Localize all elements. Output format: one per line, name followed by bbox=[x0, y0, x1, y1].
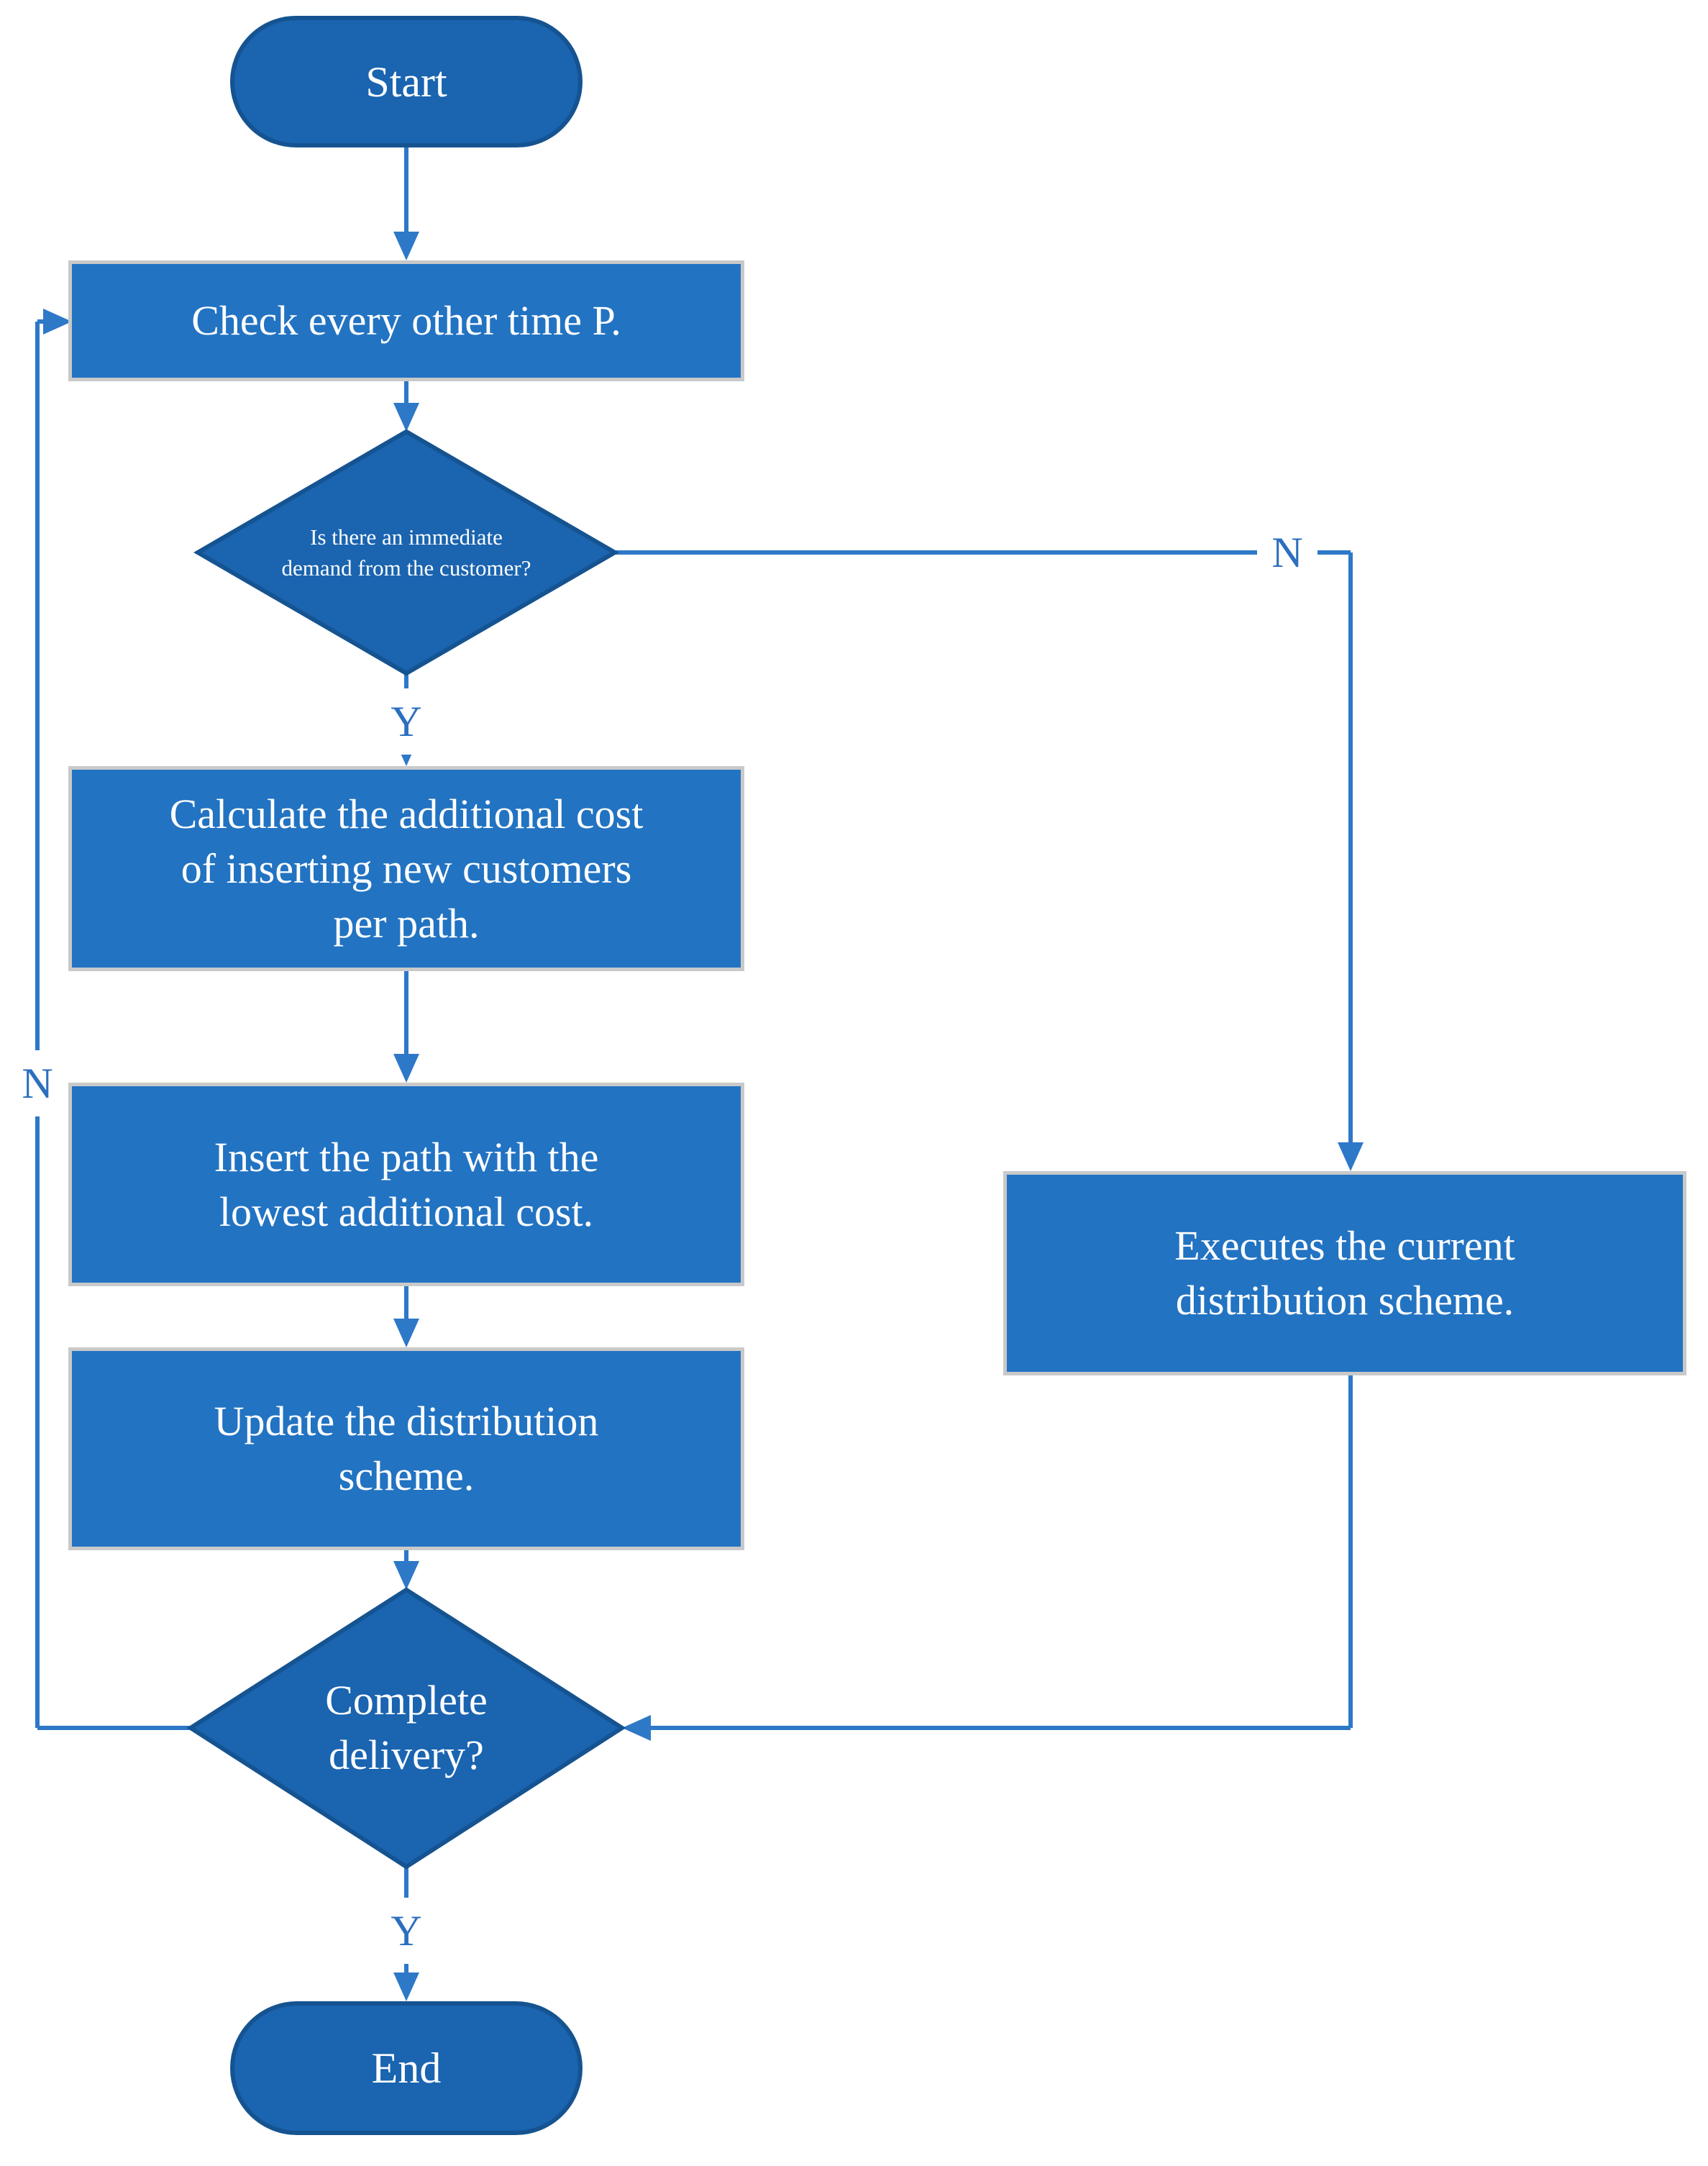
edge-check-to-demand bbox=[393, 381, 419, 432]
start-label: Start bbox=[365, 58, 447, 106]
arrowhead-down-icon bbox=[1338, 1142, 1364, 1171]
complete-decision-diamond bbox=[186, 1587, 626, 1870]
edge-complete-no-to-check bbox=[35, 309, 191, 1730]
demand-decision-diamond bbox=[193, 429, 619, 676]
arrowhead-down-icon bbox=[393, 232, 419, 260]
demand-no-label: N bbox=[1257, 519, 1317, 586]
node-text-line: Check every other time P. bbox=[191, 297, 621, 344]
demand-yes-label: Y bbox=[378, 688, 435, 755]
arrowhead-down-icon bbox=[393, 403, 419, 432]
check-node: Check every other time P. bbox=[68, 260, 744, 381]
arrowhead-left-icon bbox=[622, 1715, 651, 1741]
end-label: End bbox=[371, 2044, 442, 2092]
node-text-line: Update the distribution bbox=[214, 1398, 599, 1444]
insert-node: Insert the path with the lowest addition… bbox=[68, 1083, 744, 1286]
edge-update-to-complete bbox=[393, 1550, 419, 1590]
node-text-line: of inserting new customers bbox=[181, 845, 632, 892]
calculate-node: Calculate the additional cost of inserti… bbox=[68, 766, 744, 971]
node-text-line: scheme. bbox=[338, 1452, 475, 1499]
node-text-line: Insert the path with the bbox=[214, 1133, 599, 1180]
edge-calculate-to-insert bbox=[393, 971, 419, 1083]
complete-no-label: N bbox=[7, 1050, 68, 1116]
update-node: Update the distribution scheme. bbox=[68, 1347, 744, 1550]
node-text-line: Calculate the additional cost bbox=[169, 790, 644, 837]
arrowhead-down-icon bbox=[393, 1972, 419, 2001]
end-node: End bbox=[230, 2001, 583, 2135]
edge-start-to-check bbox=[393, 147, 419, 260]
executes-node: Executes the current distribution scheme… bbox=[1003, 1171, 1686, 1375]
complete-yes-label: Y bbox=[378, 1898, 435, 1964]
edge-executes-to-complete bbox=[622, 1375, 1353, 1741]
arrowhead-down-icon bbox=[393, 1054, 419, 1083]
arrowhead-down-icon bbox=[393, 1319, 419, 1347]
edge-insert-to-update bbox=[393, 1286, 419, 1347]
node-text-line: per path. bbox=[333, 899, 480, 947]
node-text-line: lowest additional cost. bbox=[219, 1188, 594, 1235]
edge-demand-no-to-executes bbox=[615, 550, 1364, 1171]
arrowhead-right-icon bbox=[43, 309, 72, 335]
arrowhead-down-icon bbox=[393, 1561, 419, 1590]
start-node: Start bbox=[230, 16, 583, 147]
node-text-line: distribution scheme. bbox=[1175, 1277, 1515, 1324]
node-text-line: Executes the current bbox=[1174, 1222, 1515, 1269]
